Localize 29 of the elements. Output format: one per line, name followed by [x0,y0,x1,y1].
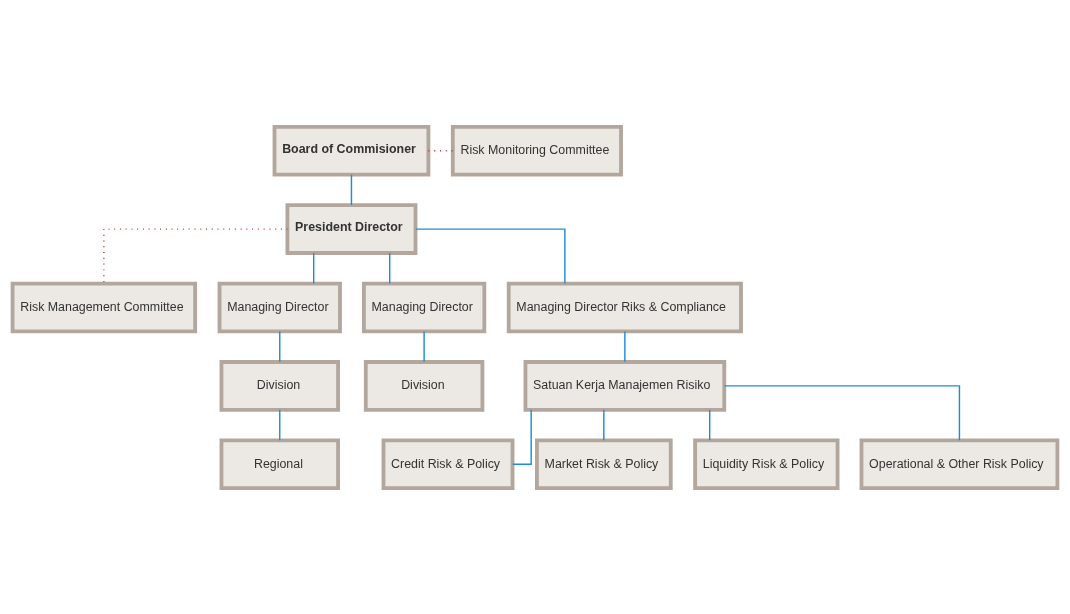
node-box: Board of Commisioner [272,124,431,177]
connector [512,408,532,465]
node-box: Division [219,359,340,412]
connector [279,330,281,363]
node-box: President Director [285,202,418,255]
connector [603,408,605,441]
connector [427,149,454,151]
connector [388,251,391,284]
node-box: Liquidity Risk & Policy [693,437,840,490]
node-box: Operational & Other Risk Policy [859,437,1060,490]
connector [350,173,353,206]
node-box: Managing Director [217,281,342,333]
connector [624,330,626,363]
node-box: Satuan Kerja Manajemen Risiko [523,359,727,412]
node-box: Regional [219,437,340,490]
connector [279,408,281,441]
connector [723,384,961,441]
node-box: Division [363,359,485,412]
node-box: Managing Director [361,281,487,333]
connector [415,227,566,284]
connector [709,408,711,441]
node-box: Risk Monitoring Committee [450,124,623,177]
node-box: Managing Director Riks & Compliance [506,281,743,333]
connector [103,227,289,284]
node-box: Market Risk & Policy [535,437,673,490]
node-box: Credit Risk & Policy [381,437,515,490]
connector [423,330,425,363]
node-box: Risk Management Committee [10,281,198,333]
connector [313,251,315,284]
